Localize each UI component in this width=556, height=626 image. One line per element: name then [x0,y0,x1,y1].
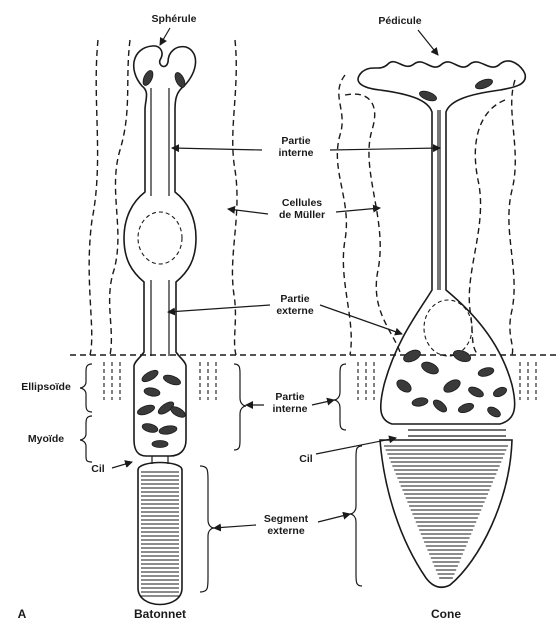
label-line: de Müller [279,209,325,221]
label-line: interne [278,147,313,159]
label-pedicule: Pédicule [378,15,421,27]
label-spherule: Sphérule [152,13,197,25]
cone-mitochondria [395,348,508,419]
label-line: Partie [280,293,309,305]
rod-discs [141,472,179,596]
caption-rod: Batonnet [134,607,186,621]
label-myoide: Myoïde [28,433,64,445]
label-line: externe [276,305,314,317]
label-cil-cone: Cil [299,453,313,465]
label-ellipsoide: Ellipsoïde [21,381,71,393]
braces [80,364,362,592]
label-line: Segment [264,513,309,525]
label-line: externe [267,525,305,537]
panel-letter: A [18,607,27,621]
cone-cell [358,61,525,587]
label-line: Partie [281,135,310,147]
label-cil-rod: Cil [91,463,105,475]
cone-discs [384,446,508,578]
label-line: Cellules [282,197,322,209]
caption-cone: Cone [431,607,461,621]
rod-cell [124,46,196,605]
rod-mitochondria [136,368,187,447]
label-line: Partie [275,391,304,403]
label-line: interne [272,403,307,415]
leader-arrows [112,28,440,528]
